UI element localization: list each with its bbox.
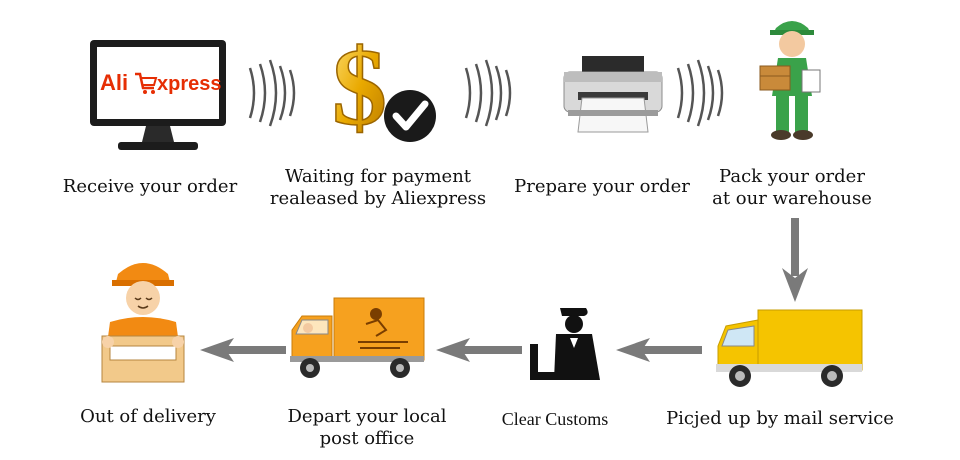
signal-waves-icon [246, 58, 306, 128]
left-arrow-icon [198, 336, 288, 364]
left-arrow-icon [614, 336, 704, 364]
yellow-van-icon [714, 306, 866, 390]
step-pack-label: Pack your order at our warehouse [712, 166, 872, 209]
down-arrow-icon [780, 216, 810, 306]
step-prepare-label: Prepare your order [514, 176, 690, 197]
customs-officer-icon [526, 304, 606, 384]
step-depart-label: Depart your local post office [287, 406, 447, 449]
monitor-aliexpress-icon: Ali xpress [88, 38, 228, 158]
step-delivery-label: Out of delivery [80, 406, 216, 427]
step-payment-label: Waiting for payment realeased by Aliexpr… [269, 166, 487, 209]
step-customs-label: Clear Customs [501, 409, 609, 429]
cart-icon [135, 72, 158, 94]
step-receive-label: Receive your order [62, 176, 238, 197]
signal-waves-icon [462, 58, 522, 128]
step-pickup-label: Picjed up by mail service [666, 408, 894, 429]
svg-text:$: $ [332, 32, 387, 148]
printer-icon [560, 52, 666, 136]
logo-ali: Ali [100, 70, 128, 95]
left-arrow-icon [434, 336, 524, 364]
logo-express: xpress [157, 73, 222, 95]
signal-waves-icon [674, 58, 734, 128]
delivery-truck-icon [288, 296, 426, 382]
warehouse-worker-icon [756, 14, 828, 144]
courier-with-box-icon [100, 252, 186, 388]
dollar-check-icon: $ [326, 32, 446, 152]
